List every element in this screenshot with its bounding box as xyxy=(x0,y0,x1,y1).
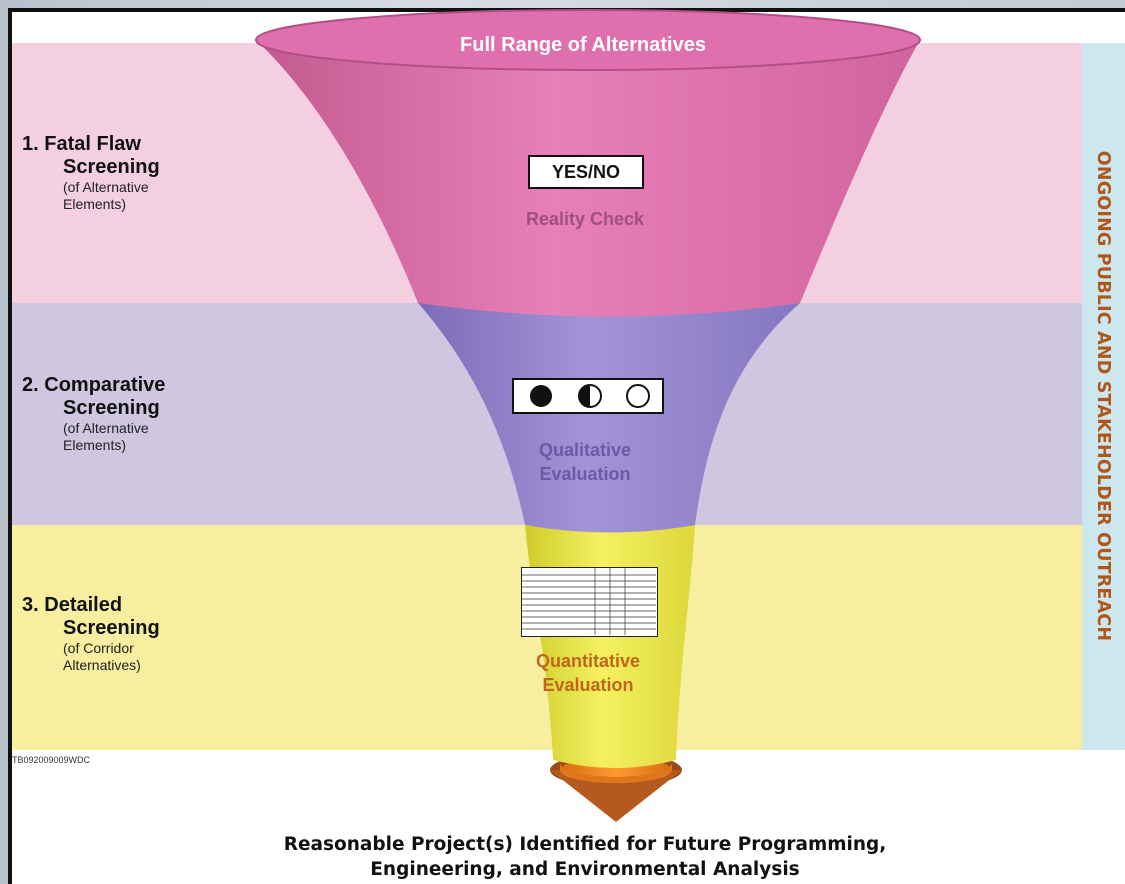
stage-label-1: 1. Fatal Flaw Screening (of Alternative … xyxy=(22,133,160,213)
funnel-top-label: Full Range of Alternatives xyxy=(460,34,706,56)
stage-number: 1. xyxy=(22,133,39,155)
label-line: Evaluation xyxy=(539,464,631,484)
half-circle-icon xyxy=(578,384,602,408)
stage-number: 2. xyxy=(22,374,39,396)
caption-line: Reasonable Project(s) Identified for Fut… xyxy=(283,834,887,855)
funnel-purple-section xyxy=(418,303,800,533)
stage-subtitle: Elements) xyxy=(63,196,127,212)
full-circle-icon xyxy=(530,385,552,407)
stage-subtitle: (of Alternative xyxy=(63,179,149,195)
table-grid-icon xyxy=(522,568,656,635)
stage-label-2: 2. Comparative Screening (of Alternative… xyxy=(22,374,165,454)
rating-circles-icon xyxy=(530,384,650,408)
stage-subtitle: (of Corridor xyxy=(63,640,134,656)
rating-circles-box xyxy=(512,378,664,414)
stage-subtitle: Alternatives) xyxy=(63,657,141,673)
funnel-rim xyxy=(255,9,921,71)
yes-no-box: YES/NO xyxy=(528,155,644,189)
stage-title: Screening xyxy=(63,617,160,639)
table-icon xyxy=(521,567,658,637)
outcome-caption: Reasonable Project(s) Identified for Fut… xyxy=(284,832,887,882)
quantitative-evaluation-label: Quantitative Evaluation xyxy=(536,649,640,697)
funnel-yellow-section xyxy=(525,525,695,768)
stage-title: Fatal Flaw xyxy=(44,133,141,155)
qualitative-evaluation-label: Qualitative Evaluation xyxy=(539,438,631,486)
stage-subtitle: (of Alternative xyxy=(63,420,149,436)
stage-subtitle: Elements) xyxy=(63,437,127,453)
empty-circle-icon xyxy=(626,384,650,408)
label-line: Quantitative xyxy=(535,651,641,671)
outreach-strip xyxy=(1082,43,1125,750)
stage-title: Detailed xyxy=(44,594,123,616)
stage-title: Screening xyxy=(63,156,160,178)
stage-number: 3. xyxy=(22,594,39,616)
caption-line: Engineering, and Environmental Analysis xyxy=(370,859,800,880)
stage-label-3: 3. Detailed Screening (of Corridor Alter… xyxy=(22,594,160,674)
stage-title: Comparative xyxy=(44,374,166,396)
figure-code: TB092009009WDC xyxy=(12,755,91,765)
reality-check-label: Reality Check xyxy=(525,209,645,229)
label-line: Evaluation xyxy=(542,675,634,695)
label-line: Qualitative xyxy=(538,440,632,460)
stage-title: Screening xyxy=(63,397,160,419)
